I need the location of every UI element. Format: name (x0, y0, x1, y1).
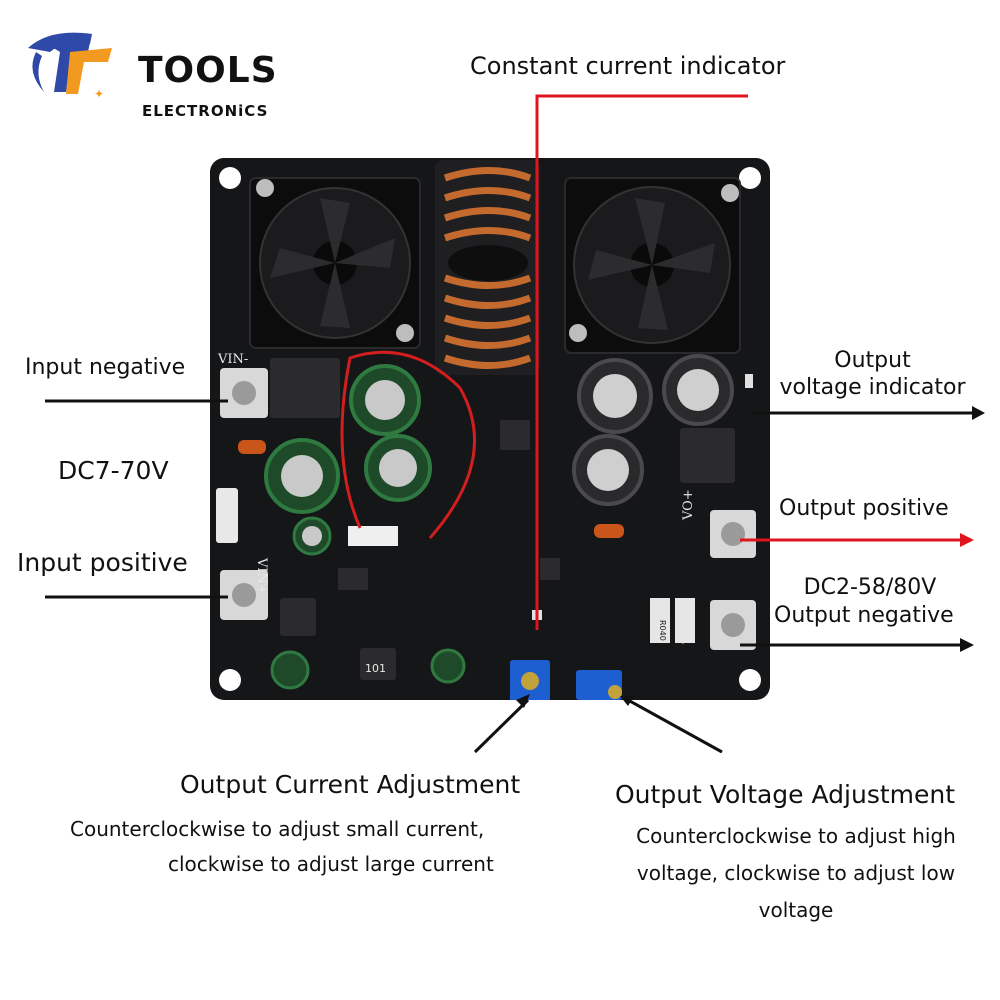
fuse (216, 488, 238, 543)
left-fan (249, 177, 421, 349)
output-positive-label: Output positive (779, 496, 949, 521)
brand-logo: ✦ TOOLS ELECTRONiCS (20, 22, 277, 120)
inductor-silk: 101 (365, 662, 386, 675)
vo-plus-silk: VO+ (681, 489, 696, 521)
right-fan (564, 177, 741, 354)
voltage-adj-title: Output Voltage Adjustment (615, 780, 956, 809)
output-negative-label: Output negative (774, 603, 954, 628)
tantalum-cap (238, 440, 266, 454)
current-adj-desc-2: clockwise to adjust large current (168, 852, 494, 876)
svg-text:✦: ✦ (94, 87, 104, 101)
tantalum-cap (594, 524, 624, 538)
input-positive-label: Input positive (17, 548, 188, 577)
pcb-board: R040 VIN- VIN+ VO+ VO- 101 (210, 158, 770, 700)
current-adj-title: Output Current Adjustment (180, 770, 521, 799)
tools-logo-icon: ✦ (28, 32, 112, 101)
cc-indicator-label: Constant current indicator (470, 52, 786, 80)
pot-current[interactable] (510, 660, 550, 700)
voltage-adj-desc-3: voltage (758, 898, 834, 922)
pot-voltage[interactable] (576, 670, 622, 700)
brand-name: TOOLS (138, 50, 278, 91)
output-voltage-indicator-label-2: voltage indicator (779, 375, 966, 400)
current-adj-line (473, 698, 530, 754)
output-range-label: DC2-58/80V (803, 575, 937, 600)
cc-led (532, 610, 542, 620)
svg-text:R040: R040 (658, 620, 667, 641)
voltage-adj-desc-2: voltage, clockwise to adjust low (636, 861, 956, 885)
input-negative-label: Input negative (25, 355, 186, 380)
output-voltage-indicator-label-1: Output (834, 348, 911, 373)
vo-minus-silk: VO- (681, 619, 696, 645)
voltage-adj-desc-1: Counterclockwise to adjust high (636, 824, 956, 848)
toroid-inductor (435, 160, 540, 375)
vin-plus-silk: VIN+ (254, 557, 269, 595)
wire-connector (348, 526, 398, 546)
vin-minus-silk: VIN- (217, 352, 248, 367)
brand-subname: ELECTRONiCS (142, 102, 269, 120)
cv-led (745, 374, 753, 388)
fan-wire (340, 350, 477, 539)
input-voltage-label: DC7-70V (58, 456, 169, 485)
current-adj-desc-1: Counterclockwise to adjust small current… (70, 817, 485, 841)
voltage-adj-line (627, 698, 723, 754)
